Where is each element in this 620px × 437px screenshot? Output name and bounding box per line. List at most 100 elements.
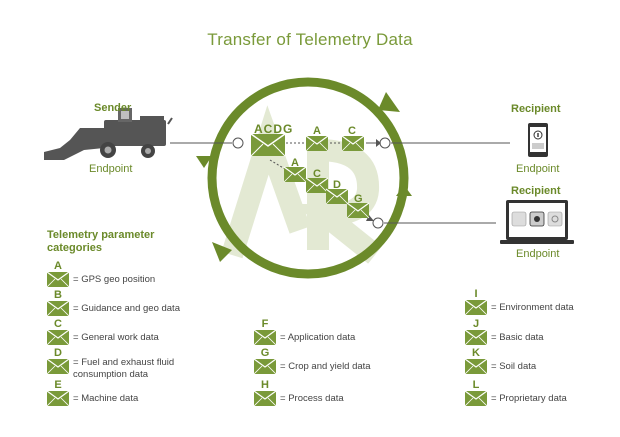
category-text: Guidance and geo data <box>81 303 180 314</box>
smartphone-icon <box>528 123 548 157</box>
line-arrow-icons <box>366 139 381 221</box>
ring-arrow-top-right-icon <box>378 92 400 112</box>
legend-item-c: C = General work data <box>47 319 247 351</box>
equals-sign: = <box>491 361 497 372</box>
category-text: Environment data <box>499 302 574 313</box>
equals-sign: = <box>280 332 286 343</box>
transfer-ring <box>207 77 409 279</box>
envelope-icon <box>254 330 276 345</box>
equals-sign: = <box>73 393 79 404</box>
category-label: = Machine data <box>73 393 138 405</box>
category-label: = Guidance and geo data <box>73 303 180 315</box>
equals-sign: = <box>491 393 497 404</box>
ring-arrow-left-icon <box>196 156 212 168</box>
category-label: = Soil data <box>491 361 536 373</box>
flow-label-g: G <box>354 193 363 205</box>
harvester-icon <box>44 108 173 160</box>
equals-sign: = <box>73 274 79 285</box>
equals-sign: = <box>73 332 79 343</box>
envelope-icon <box>250 133 286 157</box>
envelope-icon <box>465 300 487 315</box>
flow-label-a: A <box>313 125 321 137</box>
category-text: Machine data <box>81 393 139 404</box>
flow-label-c: C <box>313 168 321 180</box>
category-letter: G <box>260 347 270 359</box>
category-text: Process data <box>288 393 344 404</box>
category-letter: J <box>472 318 480 330</box>
equals-sign: = <box>73 357 79 368</box>
ring-arrow-bottom-left-icon <box>212 242 232 262</box>
envelope-icon <box>465 359 487 374</box>
envelope-icon <box>465 391 487 406</box>
node-sender <box>232 137 244 149</box>
envelope-icon <box>47 301 69 316</box>
laptop-icon <box>500 200 574 244</box>
envelope-icon <box>254 359 276 374</box>
envelope-icon <box>47 330 69 345</box>
envelope-icon <box>305 177 329 194</box>
category-label: = GPS geo position <box>73 274 155 286</box>
envelope-icon <box>47 391 69 406</box>
recipient-bottom-endpoint-label: Endpoint <box>516 248 560 260</box>
category-label: = Environment data <box>491 302 574 314</box>
category-text: Fuel and exhaust fluid consumption data <box>73 357 175 380</box>
legend-item-d: D = Fuel and exhaust fluid consumption d… <box>47 348 247 380</box>
page-title: Transfer of Telemetry Data <box>207 30 413 49</box>
equals-sign: = <box>73 303 79 314</box>
category-text: General work data <box>81 332 159 343</box>
legend-item-l: L = Proprietary data <box>465 380 620 412</box>
category-letter: D <box>54 347 62 359</box>
legend-item-j: J = Basic data <box>465 319 620 351</box>
legend-item-f: F = Application data <box>254 319 454 351</box>
category-text: Soil data <box>499 361 537 372</box>
legend-item-i: I = Environment data <box>465 289 620 321</box>
flow-label-c: C <box>348 125 356 137</box>
legend-item-e: E = Machine data <box>47 380 247 412</box>
legend-item-a: A = GPS geo position <box>47 261 247 293</box>
node-recipient-top <box>379 137 391 149</box>
node-recipient-bottom <box>372 217 384 229</box>
recipient-top-heading: Recipient <box>511 103 561 115</box>
envelope-icon <box>254 391 276 406</box>
ring-arrow-right-icon <box>396 185 412 196</box>
category-letter: L <box>472 379 480 391</box>
envelope-icon <box>47 272 69 287</box>
category-letter: B <box>54 289 62 301</box>
envelope-icon <box>325 188 349 205</box>
category-label: = Application data <box>280 332 355 344</box>
connection-nodes <box>232 137 391 229</box>
envelope-icon <box>465 330 487 345</box>
category-letter: I <box>474 288 478 300</box>
sender-endpoint-label: Endpoint <box>89 163 133 175</box>
flow-label-a: A <box>291 157 299 169</box>
envelope-icon <box>341 135 365 152</box>
flow-label-d: D <box>333 179 341 191</box>
envelope-icon <box>346 202 370 219</box>
equals-sign: = <box>491 302 497 313</box>
equals-sign: = <box>280 393 286 404</box>
category-letter: K <box>472 347 480 359</box>
ring-arrow-icons <box>196 92 412 262</box>
legend-item-k: K = Soil data <box>465 348 620 380</box>
category-text: Crop and yield data <box>288 361 371 372</box>
category-letter: E <box>54 379 62 391</box>
recipient-top-endpoint-label: Endpoint <box>516 163 560 175</box>
category-label: = Basic data <box>491 332 544 344</box>
category-text: GPS geo position <box>81 274 156 285</box>
category-label: = Proprietary data <box>491 393 567 405</box>
category-text: Proprietary data <box>499 393 567 404</box>
category-letter: A <box>54 260 62 272</box>
category-text: Basic data <box>499 332 544 343</box>
category-letter: C <box>54 318 62 330</box>
categories-heading: Telemetry parameter categories <box>47 229 155 254</box>
category-label: = General work data <box>73 332 159 344</box>
category-label: = Crop and yield data <box>280 361 371 373</box>
category-label: = Process data <box>280 393 344 405</box>
category-letter: F <box>261 318 269 330</box>
legend-item-g: G = Crop and yield data <box>254 348 454 380</box>
equals-sign: = <box>280 361 286 372</box>
legend-item-b: B = Guidance and geo data <box>47 290 247 322</box>
recipient-bottom-heading: Recipient <box>511 185 561 197</box>
category-text: Application data <box>287 332 356 343</box>
